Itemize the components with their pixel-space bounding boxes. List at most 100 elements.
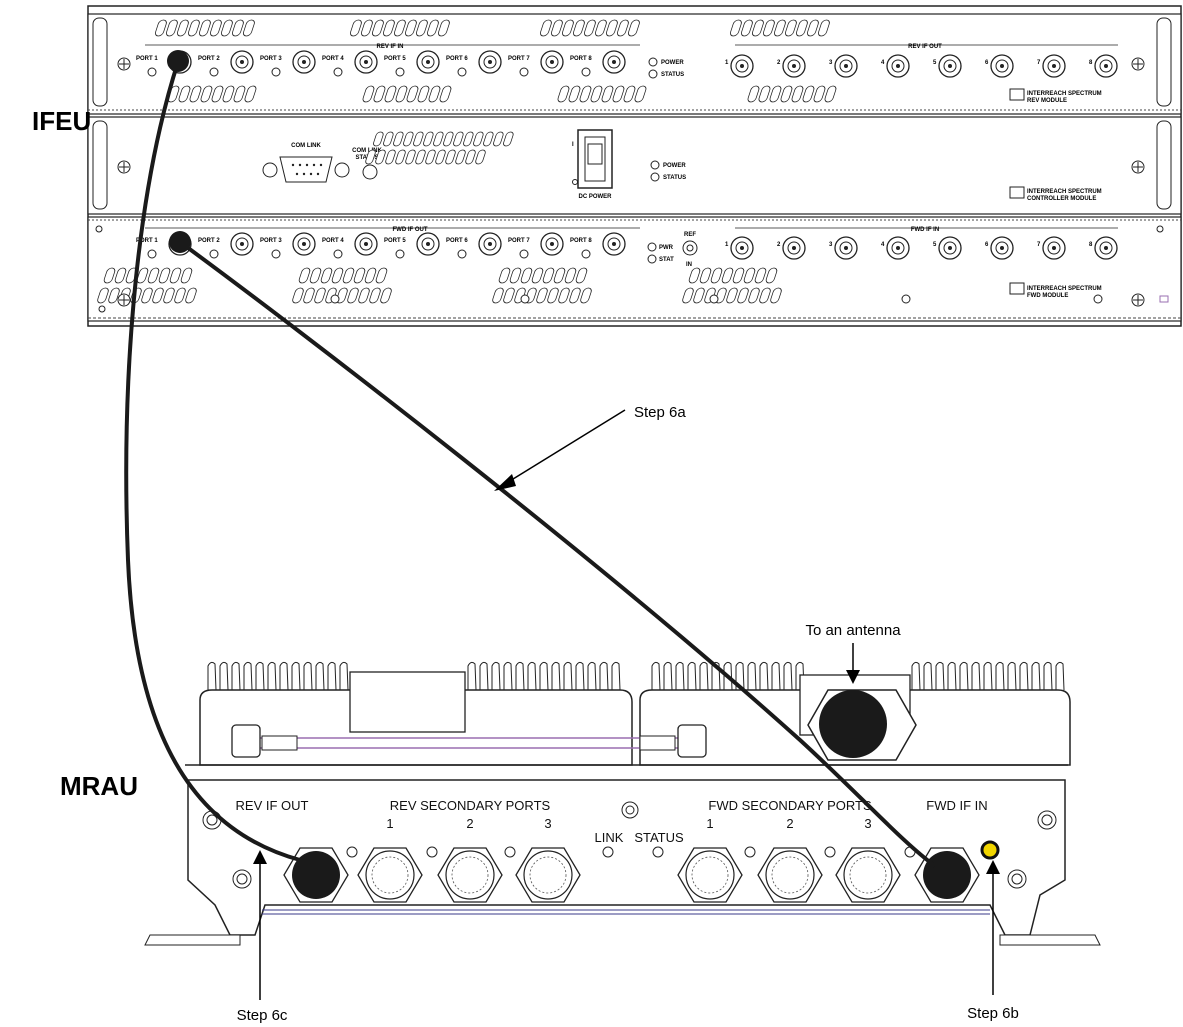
coax-port-pin [488, 60, 492, 64]
coax-port-pin [364, 60, 368, 64]
heatsink-fin [207, 661, 217, 691]
heatsink-fin [527, 661, 537, 691]
coax-port-pin [550, 60, 554, 64]
step-6b-label: Step 6b [967, 1005, 1019, 1022]
vent-slot [765, 267, 778, 284]
vent-slot [347, 287, 359, 304]
vent-slot [439, 85, 452, 103]
heatsink-fin [611, 661, 621, 691]
heatsink-fin [675, 661, 685, 691]
mrau-heatsink-fins [207, 661, 1065, 691]
vent-slot [710, 267, 723, 284]
vent-slot [575, 267, 588, 284]
port-label: PORT 3 [260, 238, 282, 244]
heatsink-fin [771, 661, 781, 691]
vent-slot [373, 85, 386, 103]
heatsink-fin [231, 661, 241, 691]
vent-slot [773, 19, 786, 37]
heatsink-fin [1019, 661, 1029, 691]
vent-slot [770, 287, 782, 304]
rev-port-1-plug [167, 50, 189, 72]
coax-port-pin [948, 246, 952, 250]
heatsink-fin [923, 661, 933, 691]
port-led [581, 67, 591, 77]
secondary-port-ring [691, 856, 729, 894]
vent-slot [417, 85, 430, 103]
vent-slot [314, 287, 326, 304]
port-number: 4 [881, 60, 885, 66]
port-label: PORT 6 [446, 238, 468, 244]
vent-slot [547, 287, 559, 304]
vent-slot [564, 267, 577, 284]
vent-slot [473, 131, 484, 147]
rev-led-power-label: POWER [661, 60, 684, 66]
mrau-rev-secondary-label: REV SECONDARY PORTS [390, 798, 551, 813]
vent-slot [136, 267, 149, 284]
heatsink-fin [255, 661, 265, 691]
vent-slot [174, 287, 186, 304]
coax-port-pin [1000, 246, 1004, 250]
secondary-port-ring [371, 856, 409, 894]
vent-slot [780, 85, 793, 103]
vent-slot [375, 267, 388, 284]
secondary-port-cap [523, 850, 573, 900]
vent-slot [784, 19, 797, 37]
port-number: 7 [1037, 60, 1041, 66]
vent-slot [365, 149, 376, 165]
vent-slot [360, 19, 373, 37]
mrau-rev-if-out-port [283, 847, 349, 903]
vent-slot [503, 287, 515, 304]
heatsink-fin [291, 661, 301, 691]
vent-slot [627, 19, 640, 37]
mrau-link-label: LINK [595, 830, 624, 845]
port-number: 7 [1037, 242, 1041, 248]
vent-slot [141, 287, 153, 304]
coax-port-pin [844, 246, 848, 250]
port-led [333, 249, 343, 259]
heatsink-fin [651, 661, 661, 691]
vent-slot [97, 287, 109, 304]
coax-port-pin [302, 242, 306, 246]
fwd-if-in-led-highlight [980, 840, 1000, 860]
heatsink-fin [1007, 661, 1017, 691]
vent-slot [594, 19, 607, 37]
heatsink-fin [935, 661, 945, 691]
vent-slot [693, 287, 705, 304]
vent-slot [590, 85, 603, 103]
port-label: PORT 4 [322, 238, 344, 244]
coax-port-pin [240, 60, 244, 64]
port-label: PORT 1 [136, 56, 158, 62]
vent-slot [309, 267, 322, 284]
vent-slot [748, 287, 760, 304]
heatsink-fin [479, 661, 489, 691]
heatsink-fin [687, 661, 697, 691]
mrau-unit: REV IF OUT REV SECONDARY PORTS FWD SECON… [144, 661, 1101, 946]
secondary-port-cap [843, 850, 893, 900]
vent-slot [176, 19, 189, 37]
vent-slot [492, 287, 504, 304]
vent-slot [550, 19, 563, 37]
fwd-if-in-label: FWD IF IN [911, 227, 939, 233]
vent-slot [244, 85, 257, 103]
vent-slot [353, 267, 366, 284]
vent-slot [382, 19, 395, 37]
vent-slot [349, 19, 362, 37]
rev-vent-slots [154, 19, 837, 103]
fwd-port-num-1: 1 [706, 816, 713, 831]
vent-slot [465, 149, 476, 165]
vent-slot [726, 287, 738, 304]
port-number: 4 [881, 242, 885, 248]
port-number: 8 [1089, 60, 1093, 66]
vent-slot [747, 85, 760, 103]
vent-slot [557, 85, 570, 103]
coax-port-pin [426, 60, 430, 64]
port-number: 5 [933, 242, 937, 248]
port-led [581, 249, 591, 259]
controller-module: COM LINK COM LINK STATUS I DC POWER POWE… [87, 116, 1182, 215]
vent-slot [233, 85, 246, 103]
vent-slot [612, 85, 625, 103]
vent-slot [493, 131, 504, 147]
secondary-port-cap [765, 850, 815, 900]
